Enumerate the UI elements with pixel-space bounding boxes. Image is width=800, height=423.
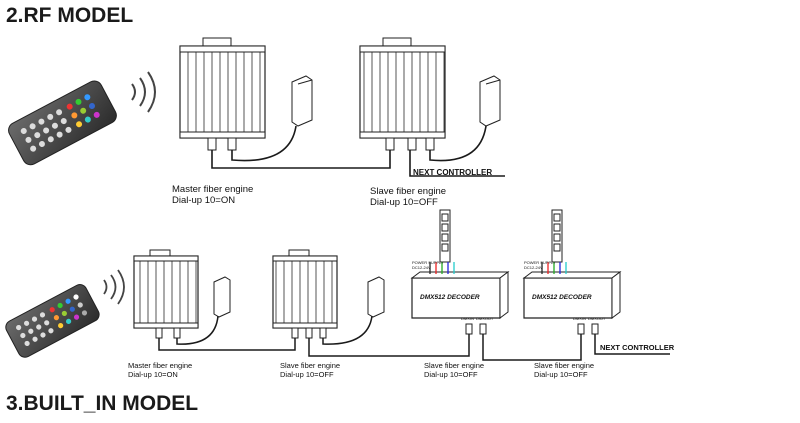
decoder2-dmxin-label: DMXIN [573, 316, 586, 321]
wireless-signal-icon [103, 269, 125, 305]
builtin-master-dial: Dial-up 10=ON [128, 370, 178, 379]
builtin-slave2-dial: Dial-up 10=OFF [424, 370, 478, 379]
rf-slave-caption: Slave fiber engine Dial-up 10=OFF [370, 186, 446, 208]
rf-master-name: Master fiber engine [172, 184, 254, 195]
fiber-engine-icon [179, 37, 266, 151]
decoder1-power-text: POWER SUPPLY [412, 260, 444, 265]
builtin-master-name: Master fiber engine [128, 361, 193, 370]
fiber-engine-icon [133, 249, 199, 339]
rf-model-heading: 2.RF MODEL [6, 4, 134, 27]
decoder2-voltage-text: DC12-24V [524, 265, 543, 270]
builtin-slave1-dial: Dial-up 10=OFF [280, 370, 334, 379]
rf-master-dial: Dial-up 10=ON [172, 195, 236, 206]
rf-master-caption: Master fiber engine Dial-up 10=ON [172, 184, 253, 206]
decoder2-label: DMX512 DECODER [532, 294, 592, 301]
builtin-slave1-name: Slave fiber engine [280, 361, 341, 370]
rf-slave-name: Slave fiber engine [370, 186, 447, 197]
builtin-slave3-dial: Dial-up 10=OFF [534, 370, 588, 379]
decoder1-power-label: POWER SUPPLY DC12-24V [412, 260, 444, 270]
builtin-model-heading: 3.BUILT_IN MODEL [6, 392, 199, 415]
decoder2-dmxout-label: DMXOUT [588, 316, 606, 321]
decoder1-dmxout-label: DMXOUT [476, 316, 494, 321]
remote-control-icon [8, 80, 117, 166]
decoder2-power-label: POWER SUPPLY DC12-24V [524, 260, 556, 270]
builtin-slave3-name: Slave fiber engine [534, 361, 595, 370]
builtin-slave1-caption: Slave fiber engine Dial-up 10=OFF [280, 361, 340, 379]
builtin-slave2-name: Slave fiber engine [424, 361, 485, 370]
fiber-engine-icon [359, 37, 446, 151]
decoder1-voltage-text: DC12-24V [412, 265, 431, 270]
builtin-master-caption: Master fiber engine Dial-up 10=ON [128, 361, 192, 379]
decoder1-label: DMX512 DECODER [420, 294, 480, 301]
decoder1-dmxin-label: DMXIN [461, 316, 474, 321]
fiber-engine-icon [272, 249, 338, 339]
builtin-slave2-caption: Slave fiber engine Dial-up 10=OFF [424, 361, 484, 379]
rf-next-controller-label: NEXT CONTROLLER [413, 168, 493, 177]
decoder2-power-text: POWER SUPPLY [524, 260, 556, 265]
dmx-decoder-icon [522, 209, 622, 335]
power-adapter-icon [479, 75, 501, 127]
dmx-decoder-icon [410, 209, 510, 335]
rf-slave-dial: Dial-up 10=OFF [370, 197, 438, 208]
builtin-slave3-caption: Slave fiber engine Dial-up 10=OFF [534, 361, 594, 379]
power-adapter-icon [291, 75, 313, 127]
power-adapter-icon [213, 276, 231, 318]
power-adapter-icon [367, 276, 385, 318]
builtin-next-controller-label: NEXT CONTROLLER [600, 343, 675, 352]
wireless-signal-icon [131, 71, 156, 113]
remote-control-icon [5, 284, 100, 358]
